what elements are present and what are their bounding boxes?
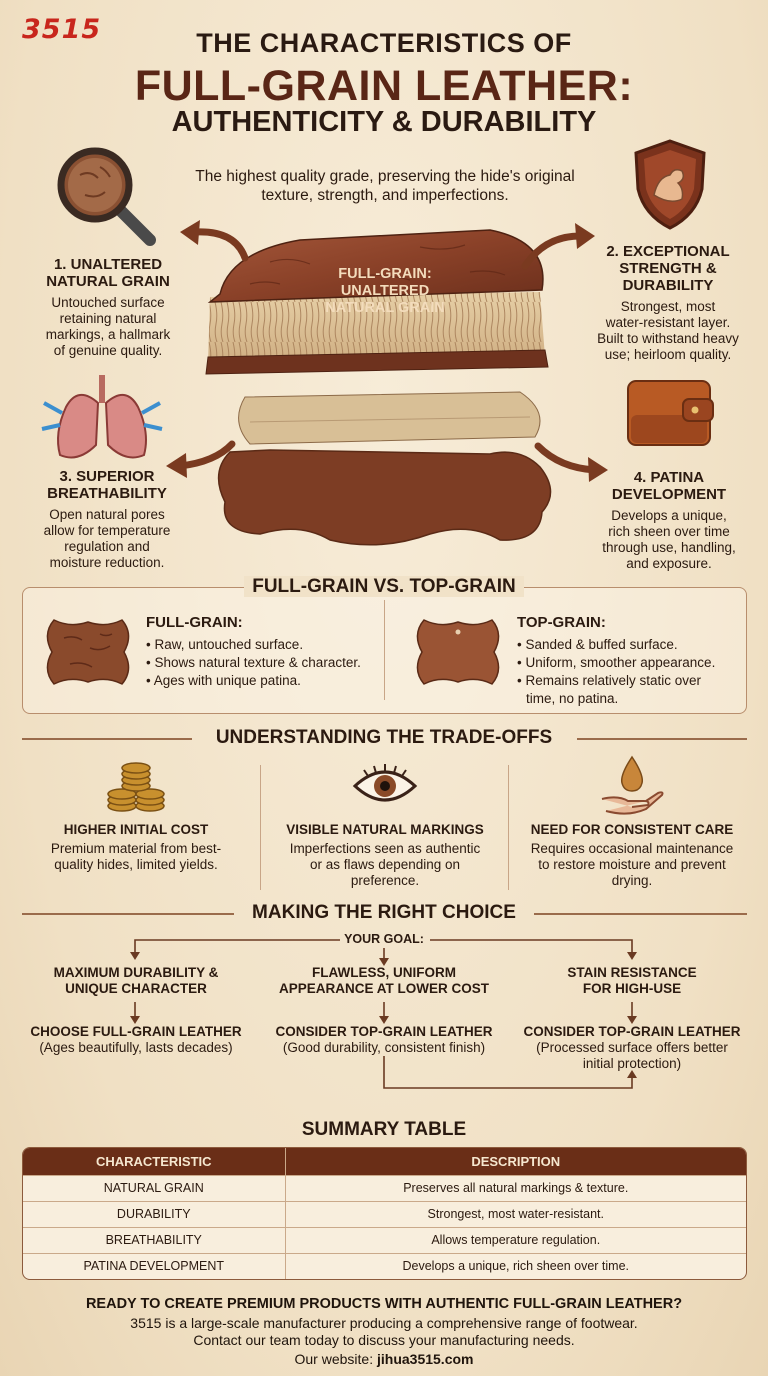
- summary-title: SUMMARY TABLE: [301, 1119, 467, 1140]
- leather-layers-illustration: [205, 229, 552, 546]
- arrow-to-feature-2: [521, 232, 584, 270]
- website-link[interactable]: jihua3515.com: [376, 1351, 474, 1367]
- full-grain-item: • Raw, untouched surface.: [146, 637, 304, 652]
- table-row: BREATHABILITY Allows temperature regulat…: [23, 1226, 746, 1253]
- split-layer: [238, 391, 541, 445]
- hero-label: FULL-GRAIN: UNALTERED NATURAL GRAIN: [325, 266, 445, 316]
- feature-4-body: Develops a unique, rich sheen over time …: [602, 508, 736, 571]
- brand-logo: 3515: [22, 14, 102, 45]
- title-line-2: FULL-GRAIN LEATHER:: [134, 62, 634, 110]
- tradeoffs-title: UNDERSTANDING THE TRADE-OFFS: [215, 727, 553, 748]
- feature-3: 3. SUPERIOR BREATHABILITY Open natural p…: [12, 468, 202, 571]
- column-header: DESCRIPTION: [285, 1148, 746, 1175]
- feature-1-title: 1. UNALTERED NATURAL GRAIN: [46, 256, 170, 290]
- choice-option-1-result: CHOOSE FULL-GRAIN LEATHER: [30, 1024, 242, 1039]
- feature-4: 4. PATINA DEVELOPMENT Develops a unique,…: [574, 469, 764, 572]
- choice-option-3: STAIN RESISTANCE FOR HIGH-USE CONSIDER T…: [516, 965, 748, 1072]
- table-row: NATURAL GRAIN Preserves all natural mark…: [23, 1174, 746, 1201]
- full-grain-column: FULL-GRAIN: • Raw, untouched surface. • …: [146, 614, 378, 690]
- full-grain-hide-icon: [46, 619, 130, 685]
- feature-3-title: 3. SUPERIOR BREATHABILITY: [47, 468, 167, 502]
- tradeoff-care: NEED FOR CONSISTENT CARE Requires occasi…: [530, 822, 734, 888]
- cta-website: Our website: jihua3515.com: [294, 1351, 474, 1367]
- choice-title: MAKING THE RIGHT CHOICE: [252, 902, 516, 923]
- full-grain-heading: FULL-GRAIN:: [146, 614, 243, 631]
- feature-arrows: [166, 220, 608, 482]
- full-grain-item: • Ages with unique patina.: [146, 673, 301, 688]
- comparison-divider: [384, 600, 385, 700]
- hide-bottom-layer: [217, 449, 552, 546]
- wallet-icon: [627, 380, 714, 446]
- top-grain-item: • Uniform, smoother appearance.: [517, 655, 716, 670]
- care-drop-icon: [601, 755, 664, 815]
- cta-heading: READY TO CREATE PREMIUM PRODUCTS WITH AU…: [85, 1296, 683, 1312]
- feature-1-body: Untouched surface retaining natural mark…: [45, 295, 171, 358]
- top-grain-item: • Remains relatively static over: [517, 673, 702, 688]
- choice-option-3-result: CONSIDER TOP-GRAIN LEATHER: [523, 1024, 741, 1039]
- feature-2: 2. EXCEPTIONAL STRENGTH & DURABILITY Str…: [572, 243, 764, 363]
- choice-option-2-result: CONSIDER TOP-GRAIN LEATHER: [275, 1024, 493, 1039]
- title-line-1: THE CHARACTERISTICS OF: [196, 28, 572, 58]
- choice-option-2: FLAWLESS, UNIFORM APPEARANCE AT LOWER CO…: [268, 965, 500, 1056]
- grain-surface: [207, 229, 544, 303]
- feature-2-body: Strongest, most water-resistant layer. B…: [597, 299, 739, 362]
- top-grain-item: • Sanded & buffed surface.: [517, 637, 678, 652]
- arrow-to-feature-3: [176, 440, 236, 470]
- table-row: PATINA DEVELOPMENT Develops a unique, ri…: [23, 1252, 746, 1279]
- summary-table: CHARACTERISTIC DESCRIPTION NATURAL GRAIN…: [22, 1147, 747, 1280]
- top-grain-item: time, no patina.: [526, 691, 619, 706]
- shield-arm-icon: [634, 139, 706, 230]
- feature-1: 1. UNALTERED NATURAL GRAIN Untouched sur…: [18, 256, 198, 359]
- eye-icon: [352, 764, 418, 802]
- title-line-3: AUTHENTICITY & DURABILITY: [171, 106, 597, 138]
- choice-flow-arrows: [130, 939, 637, 1089]
- feature-3-body: Open natural pores allow for temperature…: [43, 507, 171, 570]
- cta-section: READY TO CREATE PREMIUM PRODUCTS WITH AU…: [0, 1296, 768, 1368]
- intro-text: The highest quality grade, preserving th…: [195, 168, 575, 204]
- choice-option-1: MAXIMUM DURABILITY & UNIQUE CHARACTER CH…: [20, 965, 252, 1056]
- cta-line-2: Contact our team today to discuss your m…: [193, 1332, 575, 1348]
- cta-line-1: 3515 is a large-scale manufacturer produ…: [130, 1315, 638, 1331]
- top-grain-hide-icon: [416, 619, 500, 685]
- comparison-title: FULL-GRAIN VS. TOP-GRAIN: [244, 576, 524, 597]
- arrow-to-feature-4: [534, 442, 599, 474]
- magnifier-icon: [57, 147, 156, 246]
- top-grain-column: TOP-GRAIN: • Sanded & buffed surface. • …: [517, 614, 742, 708]
- top-grain-heading: TOP-GRAIN:: [517, 614, 606, 631]
- arrow-to-feature-1: [191, 228, 249, 262]
- table-row: DURABILITY Strongest, most water-resista…: [23, 1200, 746, 1227]
- column-header: CHARACTERISTIC: [23, 1148, 286, 1175]
- feature-4-title: 4. PATINA DEVELOPMENT: [611, 469, 727, 503]
- coins-icon: [107, 762, 165, 812]
- full-grain-item: • Shows natural texture & character.: [146, 655, 361, 670]
- feature-2-title: 2. EXCEPTIONAL STRENGTH & DURABILITY: [606, 243, 730, 294]
- lungs-icon: [41, 375, 163, 459]
- table-header-row: CHARACTERISTIC DESCRIPTION: [23, 1148, 746, 1175]
- choice-goal-label: YOUR GOAL:: [344, 932, 424, 946]
- tradeoff-cost: HIGHER INITIAL COST Premium material fro…: [50, 822, 222, 872]
- tradeoff-markings: VISIBLE NATURAL MARKINGS Imperfections s…: [286, 822, 484, 888]
